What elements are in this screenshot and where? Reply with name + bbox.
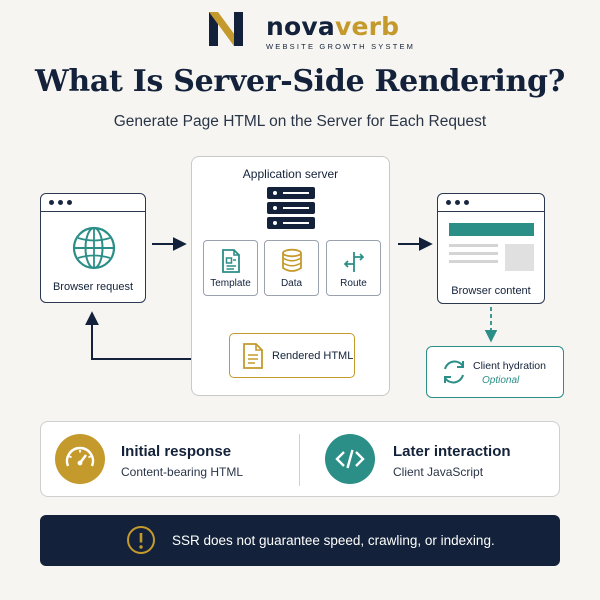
code-icon [325,434,375,484]
initial-response-title: Initial response [121,443,232,460]
later-interaction-title: Later interaction [393,443,511,460]
content-line [449,244,498,247]
browser-content-window: Browser content [437,193,545,304]
rendered-html-label: Rendered HTML [272,350,354,362]
client-hydration-optional: Optional [482,375,520,386]
warning-text: SSR does not guarantee speed, crawling, … [172,533,495,548]
window-dots [49,200,72,205]
content-header-bar [449,223,534,236]
initial-response-subtitle: Content-bearing HTML [121,465,244,479]
client-hydration-box: Client hydration Optional [426,346,564,398]
content-line [449,260,498,263]
warning-icon [127,526,155,554]
browser-request-label: Browser request [52,281,134,293]
client-hydration-title: Client hydration [473,360,546,372]
content-image-placeholder [505,244,534,271]
globe-icon [72,226,116,270]
browser-request-window: Browser request [40,193,146,303]
server-rack-icon [267,187,315,229]
warning-banner: SSR does not guarantee speed, crawling, … [40,515,560,566]
novaverb-logo-icon [209,12,243,46]
brand-name: novaverb [266,12,400,41]
route-label: Route [340,278,367,289]
response-panel: Initial response Content-bearing HTML La… [40,421,560,497]
route-card: Route [326,240,381,296]
template-card: Template [203,240,258,296]
window-dots [446,200,469,205]
template-label: Template [210,278,251,289]
brand-tagline: WEBSITE GROWTH SYSTEM [266,42,416,51]
application-server-title: Application server [242,167,339,181]
arrow-rendered-to-request [85,311,229,360]
route-signpost-icon [343,252,365,272]
page-title: What Is Server-Side Rendering? [35,64,565,99]
later-interaction-subtitle: Client JavaScript [393,465,484,479]
rendered-html-box: Rendered HTML [229,333,355,378]
database-icon [282,248,302,272]
data-label: Data [280,278,303,289]
content-line [449,252,498,255]
refresh-cycle-icon [444,360,464,384]
gauge-icon [55,434,105,484]
data-card: Data [264,240,319,296]
template-document-icon [222,249,240,273]
browser-content-label: Browser content [451,285,531,297]
rendered-document-icon [243,343,263,369]
panel-divider [299,434,300,486]
page-subtitle: Generate Page HTML on the Server for Eac… [113,113,487,130]
